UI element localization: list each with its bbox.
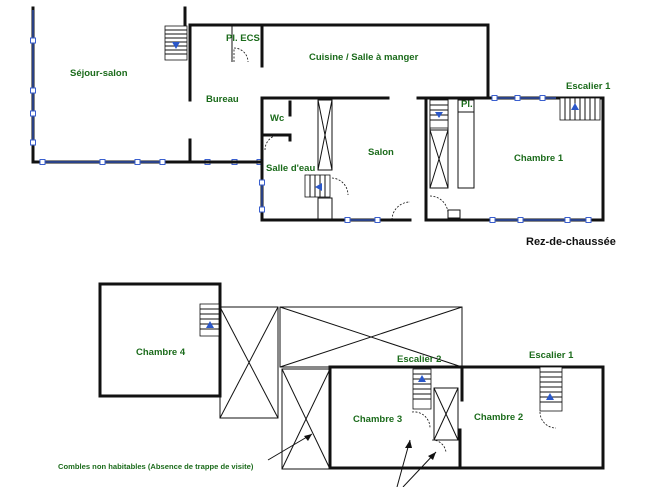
escalier1-upper-staircase	[539, 366, 563, 412]
chambre4-staircase	[199, 303, 220, 337]
label-chambre2: Chambre 2	[474, 412, 523, 423]
ground-floor-plan: Séjour-salon Pl. ECS Cuisine / Salle à m…	[30, 6, 616, 248]
label-escalier2: Escalier 2	[397, 354, 441, 365]
label-pl: Pl.	[461, 99, 473, 110]
label-chambre1: Chambre 1	[514, 153, 564, 164]
chambre1-closet-small	[447, 209, 461, 219]
bathroom-walls	[260, 99, 412, 222]
annotation-arrows	[267, 433, 437, 487]
salon-windows	[344, 217, 381, 223]
escalier2-staircase	[412, 368, 459, 441]
bureau-staircase	[164, 25, 188, 61]
pl-ecs-door	[233, 47, 249, 63]
salon-entry-door	[391, 201, 411, 221]
chambre3-door	[411, 411, 431, 429]
attic-area-top	[279, 306, 463, 368]
label-escalier1-upper: Escalier 1	[529, 350, 574, 361]
label-sejour: Séjour-salon	[70, 68, 128, 79]
label-escalier1-ground: Escalier 1	[566, 81, 611, 92]
label-cuisine: Cuisine / Salle à manger	[309, 52, 419, 63]
label-salon: Salon	[368, 147, 394, 158]
attic-area-left	[219, 306, 279, 419]
salle-eau-door	[331, 177, 349, 196]
wc-door	[264, 134, 279, 151]
sejour-left-window	[30, 10, 36, 146]
central-walls	[188, 23, 490, 222]
stair2-lower-door	[431, 439, 447, 453]
label-bureau: Bureau	[206, 94, 239, 105]
label-salle-eau: Salle d'eau	[266, 163, 315, 174]
salle-eau-windows	[259, 179, 265, 213]
ground-floor-title: Rez-de-chaussée	[526, 236, 616, 248]
label-wc: Wc	[270, 113, 284, 124]
upper-floor-plan: Chambre 4 Escalier 2 Escalier 1 Chambre …	[58, 282, 605, 487]
attic-area-bottom	[281, 368, 331, 470]
label-chambre4: Chambre 4	[136, 347, 186, 358]
label-attic-note: Combles non habitables (Absence de trapp…	[58, 462, 254, 471]
chambre1-staircase-top	[429, 99, 449, 129]
label-pl-ecs: Pl. ECS	[226, 33, 260, 44]
chambre1-windows	[489, 95, 592, 223]
chambre2-door	[539, 411, 557, 429]
escalier1-ground-staircase	[559, 97, 601, 121]
chambre4-walls	[98, 282, 222, 398]
chambre1-door	[429, 195, 449, 215]
label-chambre3: Chambre 3	[353, 414, 402, 425]
